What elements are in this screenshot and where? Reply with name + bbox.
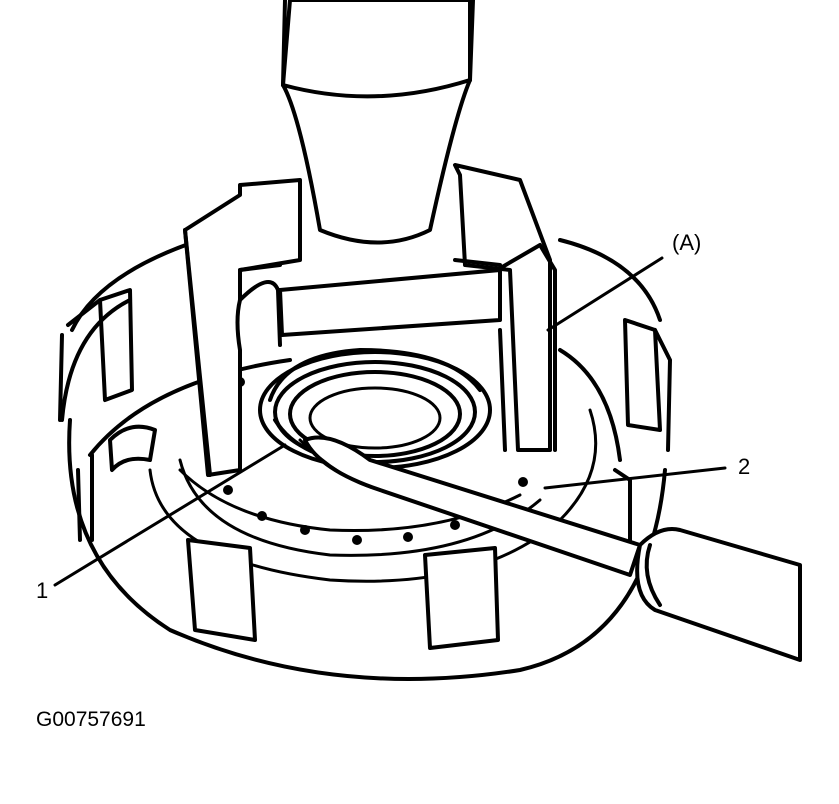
leader-2 (543, 466, 727, 490)
leader-lines (53, 256, 727, 587)
press-ram (281, 0, 475, 245)
snap-ring-assembly (258, 348, 492, 470)
leader-a (546, 256, 664, 332)
screwdriver (298, 435, 802, 662)
special-tool-a (183, 163, 557, 477)
callout-1: 1 (36, 578, 49, 603)
callout-2: 2 (738, 454, 751, 479)
clutch-drum (58, 213, 672, 681)
callout-a: (A) (672, 230, 702, 255)
figure-code: G00757691 (36, 708, 146, 731)
leader-1 (53, 443, 287, 587)
